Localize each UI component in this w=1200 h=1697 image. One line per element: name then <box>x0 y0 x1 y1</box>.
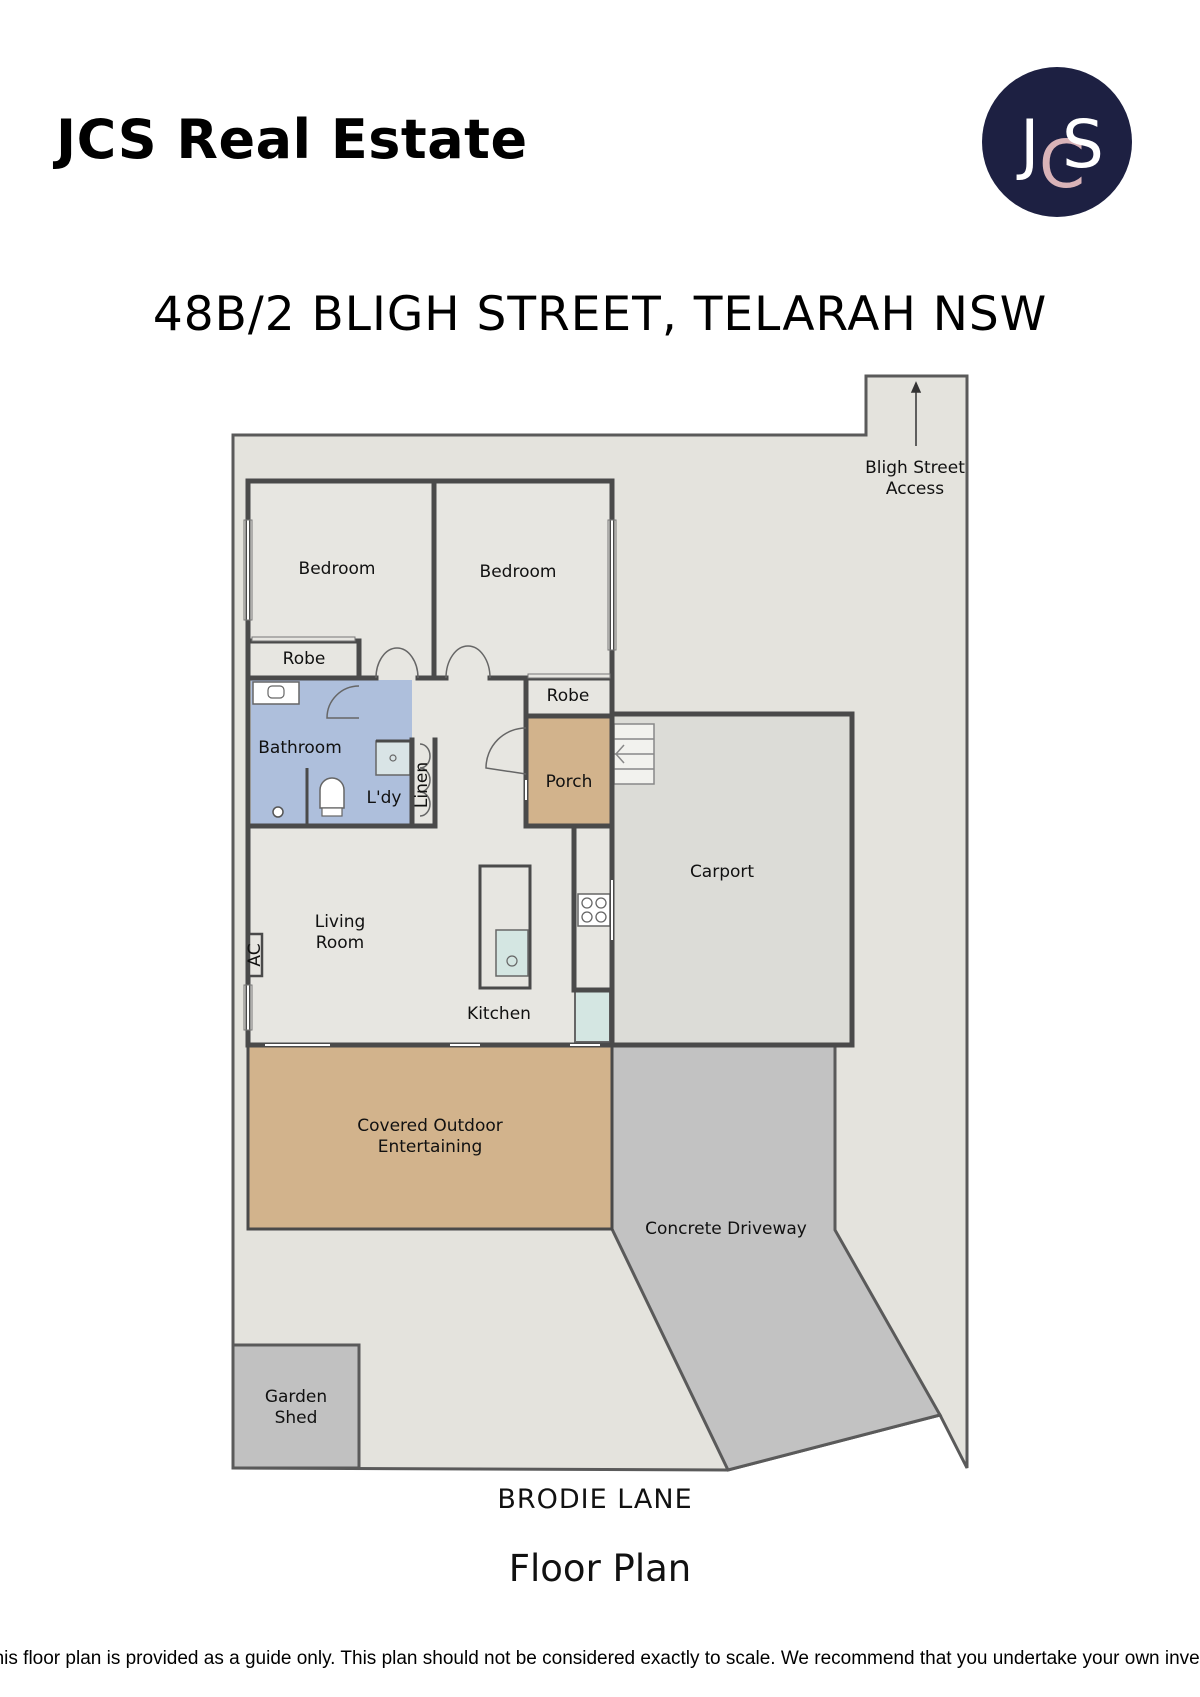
shed-label-line1: Garden <box>265 1387 327 1407</box>
property-address: 48B/2 BLIGH STREET, TELARAH NSW <box>152 287 1048 342</box>
driveway-label: Concrete Driveway <box>645 1219 807 1239</box>
laundry-label: L'dy <box>367 788 402 808</box>
svg-text:S: S <box>1062 106 1104 183</box>
walls <box>245 478 615 1048</box>
bedroom-label-2: Bedroom <box>480 562 557 582</box>
brand-name: JCS Real Estate <box>56 108 528 171</box>
carport-steps <box>613 723 655 785</box>
living-room-label-line2: Room <box>316 933 364 953</box>
street-name: BRODIE LANE <box>497 1484 693 1515</box>
linen-label: Linen <box>412 762 432 808</box>
plan-title: Floor Plan <box>508 1547 692 1590</box>
shed-label-line2: Shed <box>275 1408 318 1428</box>
company-logo: J C S <box>982 67 1132 217</box>
access-label-line2: Access <box>886 479 944 499</box>
svg-text:C: C <box>1039 126 1085 203</box>
kitchen-label: Kitchen <box>467 1004 531 1024</box>
access-arrow <box>910 381 922 446</box>
outdoor-label-line2: Entertaining <box>378 1137 483 1157</box>
windows <box>247 520 613 1046</box>
disclaimer-bar: This floor plan is provided as a guide o… <box>0 1646 1200 1676</box>
robe-label-1: Robe <box>283 649 326 669</box>
kitchen-sink <box>495 929 529 977</box>
robe-label-2: Robe <box>547 686 590 706</box>
covered-outdoor-area <box>246 1043 614 1231</box>
shower-tray <box>375 740 411 776</box>
cooktop <box>577 893 611 927</box>
carport-label: Carport <box>690 862 754 882</box>
toilet <box>319 777 345 809</box>
porch-label: Porch <box>546 772 593 792</box>
porch-area <box>526 716 612 826</box>
laundry-tub <box>272 806 284 818</box>
disclaimer-text: This floor plan is provided as a guide o… <box>0 1648 1200 1669</box>
bathroom-label: Bathroom <box>258 738 342 758</box>
living-room-label-line1: Living <box>315 912 366 932</box>
bedroom-label-1: Bedroom <box>299 559 376 579</box>
vanity <box>252 681 300 705</box>
outdoor-label-line1: Covered Outdoor <box>357 1116 502 1136</box>
access-label-line1: Bligh Street <box>865 458 965 478</box>
doors <box>326 645 527 817</box>
robe-door-2 <box>527 673 611 679</box>
svg-text:J: J <box>1016 106 1039 183</box>
fridge <box>574 989 611 1043</box>
garden-shed <box>231 1343 361 1470</box>
ac-label: AC <box>245 943 265 966</box>
robe-door-1 <box>251 636 356 642</box>
ac-unit <box>247 932 264 978</box>
